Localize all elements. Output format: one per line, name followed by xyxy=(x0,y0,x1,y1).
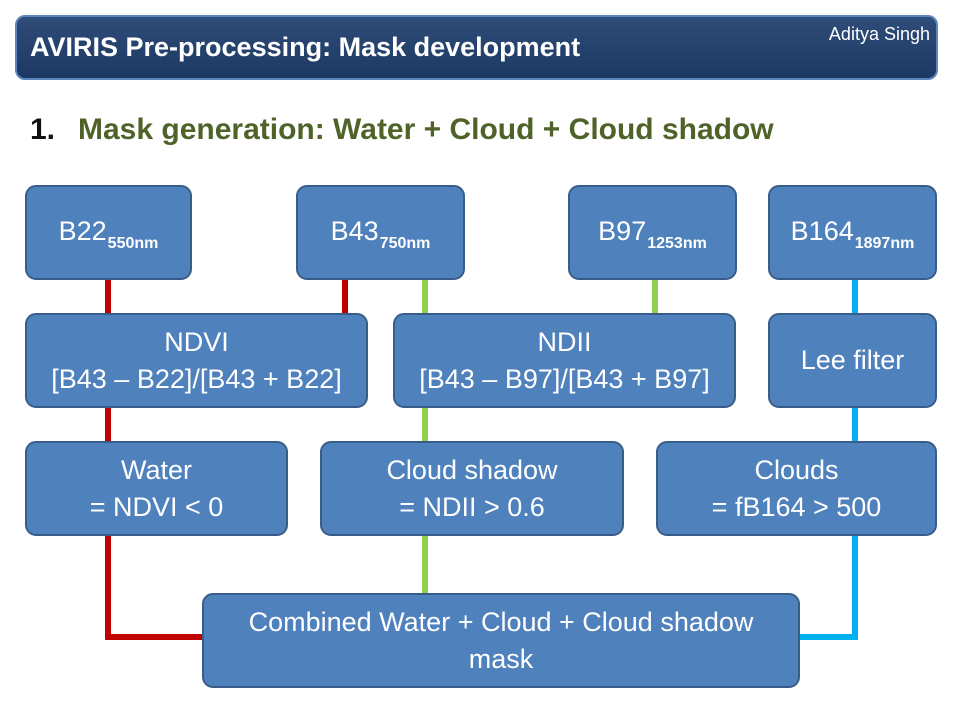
combined-mask-line-2: mask xyxy=(468,643,534,674)
ndvi-name: NDVI xyxy=(164,326,229,357)
heading-text: Mask generation: Water + Cloud + Cloud s… xyxy=(78,113,774,146)
ndii-box: NDII [B43 – B97]/[B43 + B97] xyxy=(393,313,736,408)
ndii-name: NDII xyxy=(537,326,592,357)
connector-water-to-combined xyxy=(105,531,207,640)
ndii-formula: [B43 – B97]/[B43 + B97] xyxy=(419,363,710,394)
band-text: B971253nm xyxy=(598,213,707,252)
band-text: B22550nm xyxy=(59,213,159,252)
water-box: Water = NDVI < 0 xyxy=(25,441,288,536)
band-box-b43: B43750nm xyxy=(296,185,465,280)
band-label: B22 xyxy=(58,216,107,246)
lee-filter-box: Lee filter xyxy=(768,313,937,408)
band-wavelength: 750nm xyxy=(379,235,431,252)
band-box-b22: B22550nm xyxy=(25,185,192,280)
band-wavelength: 1897nm xyxy=(854,235,915,252)
slide-title: AVIRIS Pre-processing: Mask development xyxy=(30,32,581,62)
clouds-box: Clouds = fB164 > 500 xyxy=(656,441,937,536)
band-text: B43750nm xyxy=(331,213,431,252)
band-text: B1641897nm xyxy=(791,213,915,252)
clouds-name: Clouds xyxy=(754,454,839,485)
clouds-rule: = fB164 > 500 xyxy=(711,491,882,522)
ndvi-formula: [B43 – B22]/[B43 + B22] xyxy=(51,363,342,394)
cloud-shadow-rule: = NDII > 0.6 xyxy=(399,491,545,522)
band-wavelength: 1253nm xyxy=(647,235,707,252)
water-name: Water xyxy=(120,454,192,485)
heading-number: 1. xyxy=(30,113,56,146)
combined-mask-line-1: Combined Water + Cloud + Cloud shadow xyxy=(248,606,754,637)
band-label: B164 xyxy=(790,216,854,246)
band-box-b164: B1641897nm xyxy=(768,185,937,280)
band-wavelength: 550nm xyxy=(107,235,159,252)
ndvi-box: NDVI [B43 – B22]/[B43 + B22] xyxy=(25,313,368,408)
author-name: Aditya Singh xyxy=(828,24,930,44)
connector-clouds-to-combined xyxy=(795,531,858,640)
band-box-b97: B971253nm xyxy=(568,185,737,280)
cloud-shadow-box: Cloud shadow = NDII > 0.6 xyxy=(320,441,624,536)
band-label: B43 xyxy=(330,216,379,246)
lee-filter-name: Lee filter xyxy=(800,345,905,375)
water-rule: = NDVI < 0 xyxy=(89,491,224,522)
section-heading: 1. Mask generation: Water + Cloud + Cloud… xyxy=(30,112,774,148)
band-label: B97 xyxy=(598,216,647,246)
cloud-shadow-name: Cloud shadow xyxy=(386,454,558,485)
title-bar: AVIRIS Pre-processing: Mask development xyxy=(15,15,938,80)
combined-mask-box: Combined Water + Cloud + Cloud shadow ma… xyxy=(202,593,800,688)
